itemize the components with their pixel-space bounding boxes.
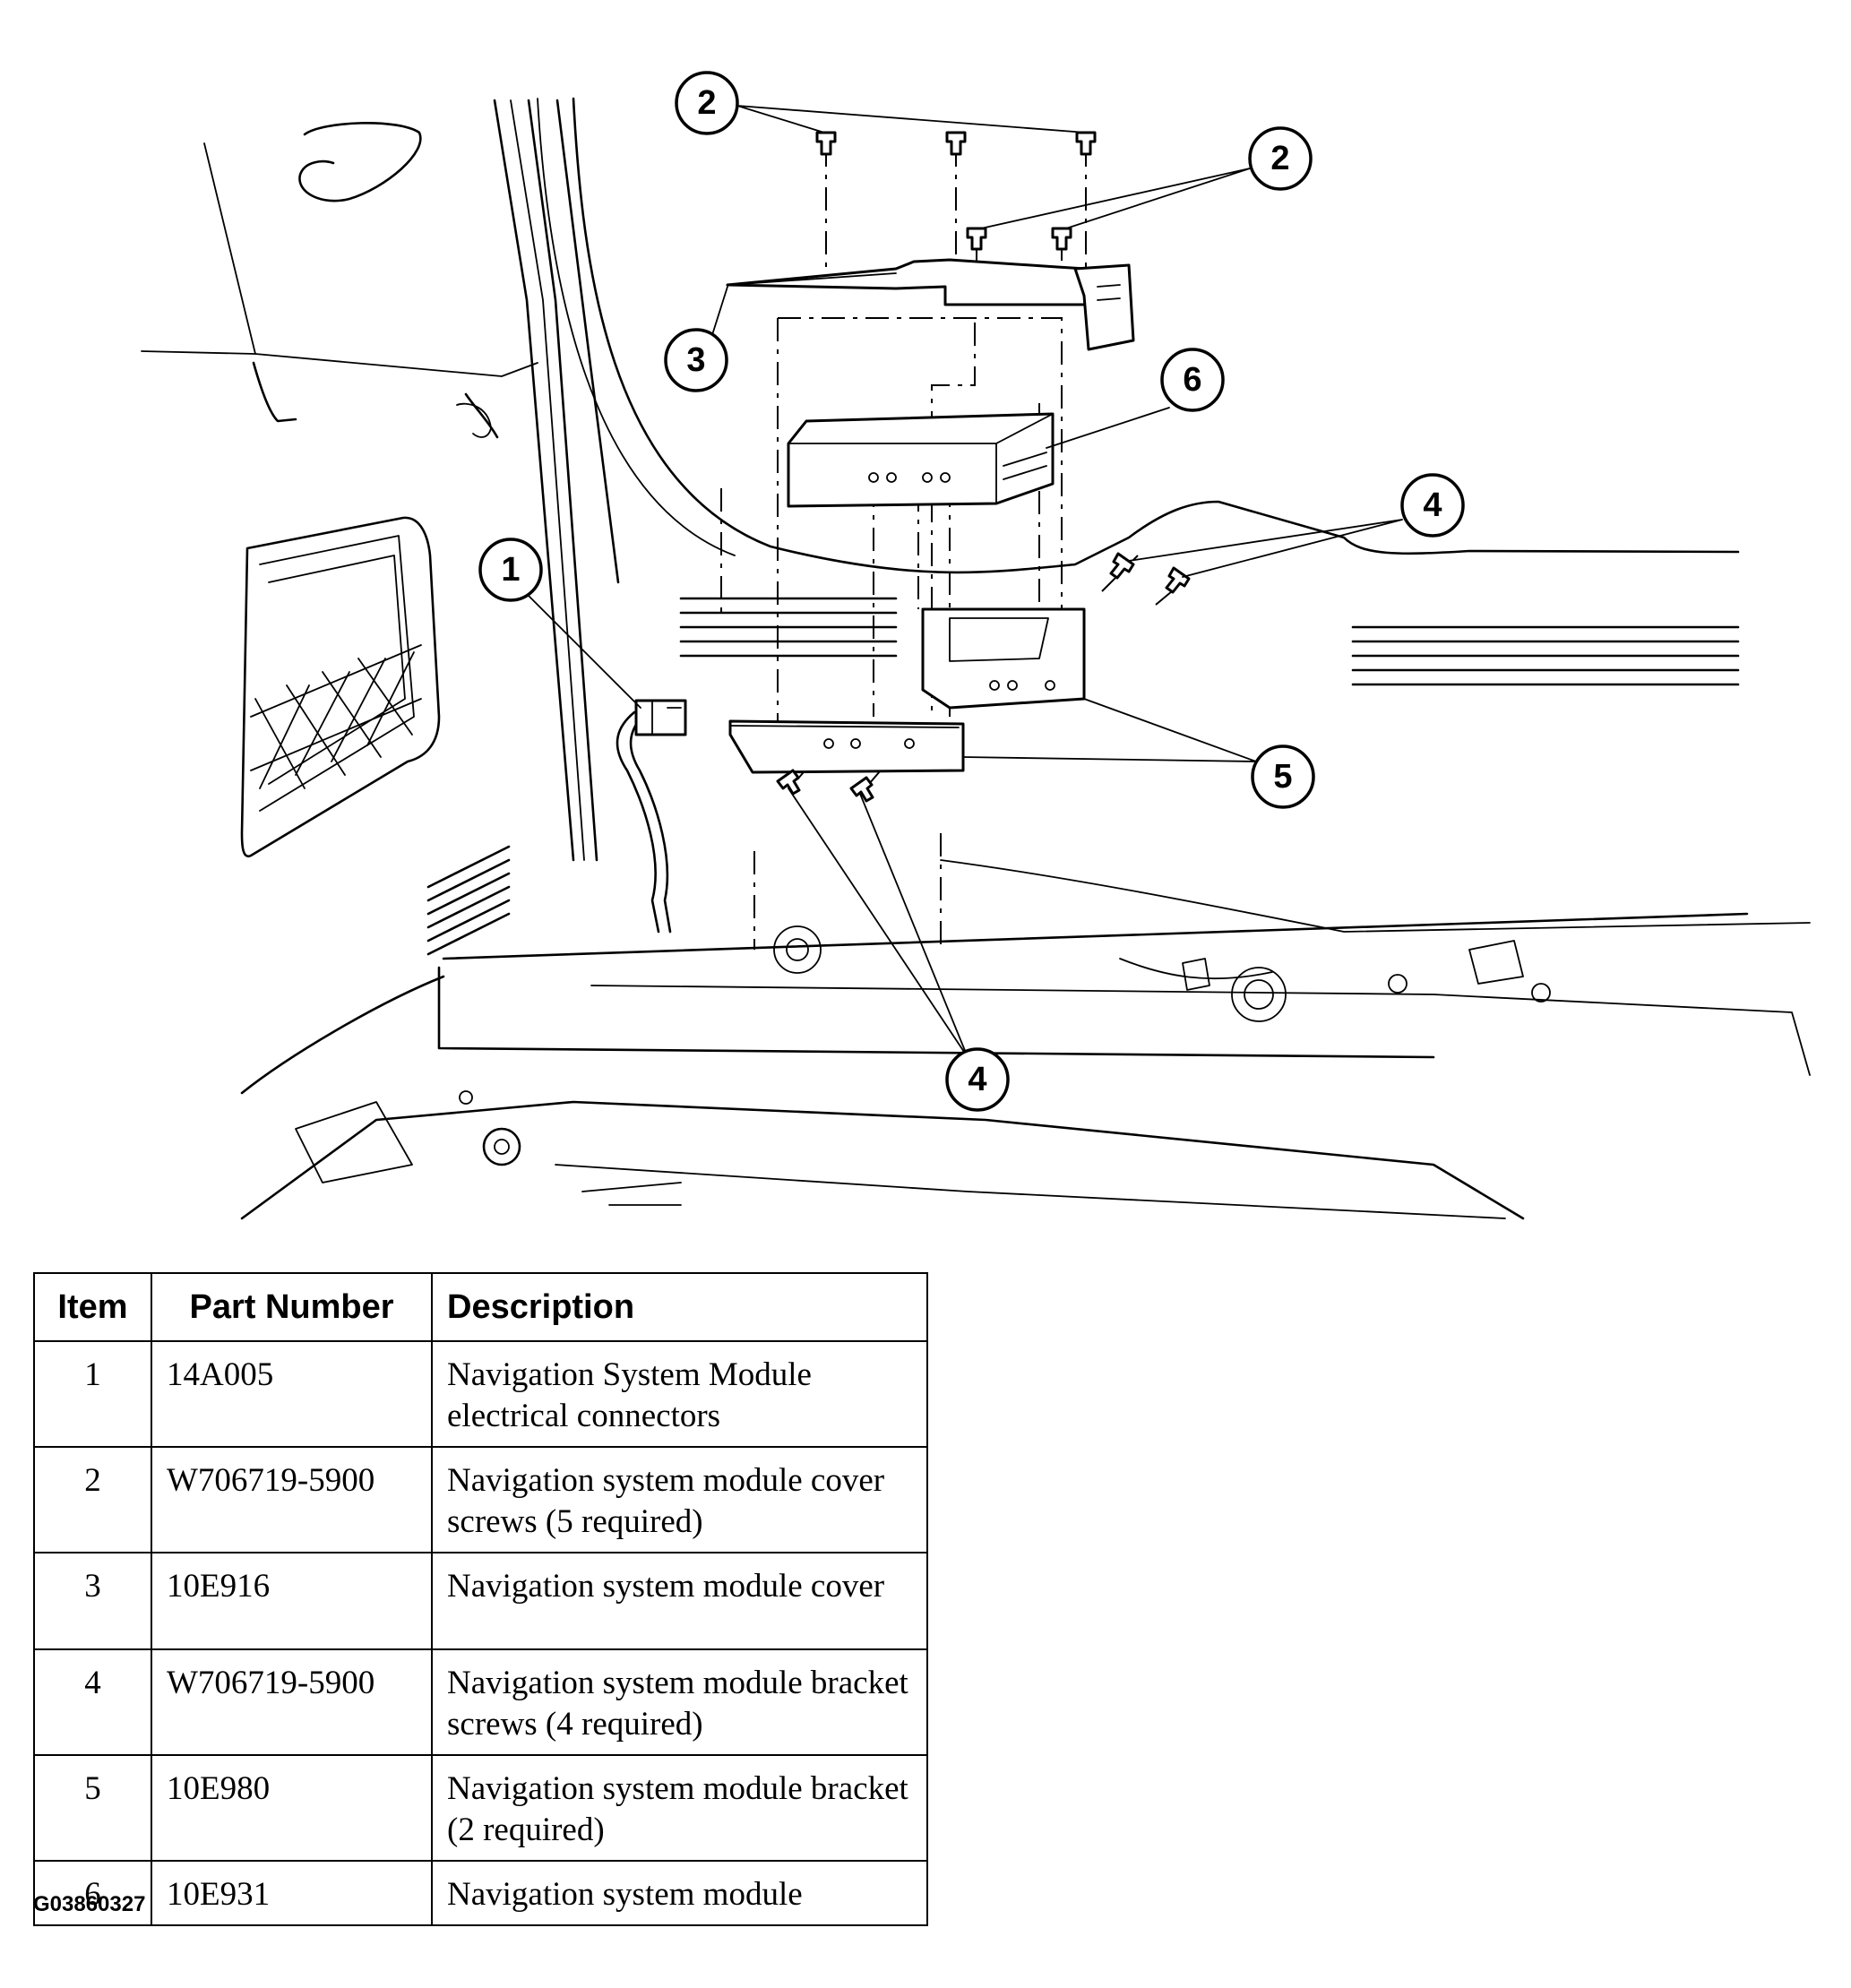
callout-label: 1	[501, 551, 520, 589]
cell-item: 1	[33, 1340, 152, 1448]
callout-label: 4	[1423, 486, 1442, 524]
navigation-module	[787, 412, 1055, 508]
cell-part-number: W706719-5900	[151, 1446, 433, 1553]
table-header-row: Item Part Number Description	[33, 1272, 928, 1342]
table-row: 4 W706719-5900 Navigation system module …	[33, 1648, 928, 1756]
electrical-connector	[616, 699, 687, 934]
cell-description: Navigation system module cover	[431, 1552, 928, 1650]
cell-description: Navigation System Module electrical conn…	[431, 1340, 928, 1448]
cell-description: Navigation system module cover screws (5…	[431, 1446, 928, 1553]
cell-part-number: 10E916	[151, 1552, 433, 1650]
header-description: Description	[431, 1272, 928, 1342]
leader-lines	[528, 105, 1403, 1058]
cell-item: 3	[33, 1552, 152, 1650]
cell-part-number: W706719-5900	[151, 1648, 433, 1756]
bracket-screws	[776, 552, 1191, 803]
callout-3: 3	[664, 328, 728, 392]
header-part-number: Part Number	[151, 1272, 433, 1342]
cargo-area-background	[141, 97, 1811, 1220]
cell-description: Navigation system module	[431, 1860, 928, 1926]
seat-rails	[679, 597, 1740, 686]
table-row: 3 10E916 Navigation system module cover	[33, 1552, 928, 1650]
callout-label: 4	[968, 1061, 986, 1098]
callout-2-right: 2	[1248, 126, 1313, 191]
callout-label: 5	[1273, 758, 1292, 796]
navigation-module-bracket-lower	[728, 719, 965, 774]
vent-grille	[426, 845, 511, 956]
callout-6: 6	[1160, 348, 1225, 412]
cell-description: Navigation system module bracket (2 requ…	[431, 1754, 928, 1862]
callout-label: 6	[1183, 361, 1201, 399]
callout-label: 2	[1270, 140, 1289, 177]
navigation-module-bracket-upper	[921, 607, 1086, 710]
table-row: 1 14A005 Navigation System Module electr…	[33, 1340, 928, 1448]
header-item: Item	[33, 1272, 152, 1342]
cell-item: 2	[33, 1446, 152, 1553]
table-row: 5 10E980 Navigation system module bracke…	[33, 1754, 928, 1862]
cell-part-number: 10E980	[151, 1754, 433, 1862]
cell-item: 4	[33, 1648, 152, 1756]
cell-description: Navigation system module bracket screws …	[431, 1648, 928, 1756]
callout-5: 5	[1251, 744, 1315, 809]
callout-4-bottom: 4	[945, 1047, 1010, 1112]
cell-item: 5	[33, 1754, 152, 1862]
storage-net	[250, 644, 422, 789]
table-row: 2 W706719-5900 Navigation system module …	[33, 1446, 928, 1553]
callout-4-right: 4	[1400, 473, 1465, 538]
cover-screws	[815, 131, 1097, 251]
navigation-module-cover	[726, 258, 1135, 351]
figure-code: G03860327	[33, 1892, 146, 1916]
exploded-view-illustration: 2 2 3 6 4 1 5 4	[141, 71, 1811, 1220]
cell-part-number: 14A005	[151, 1340, 433, 1448]
table-row: 6 10E931 Navigation system module	[33, 1860, 928, 1926]
callout-label: 2	[697, 84, 716, 122]
cell-item: 6	[33, 1860, 152, 1926]
callout-1: 1	[478, 538, 543, 602]
callout-2-top: 2	[675, 71, 739, 135]
cell-part-number: 10E931	[151, 1860, 433, 1926]
callout-label: 3	[686, 341, 705, 379]
parts-table: Item Part Number Description 1 14A005 Na…	[33, 1272, 928, 1926]
